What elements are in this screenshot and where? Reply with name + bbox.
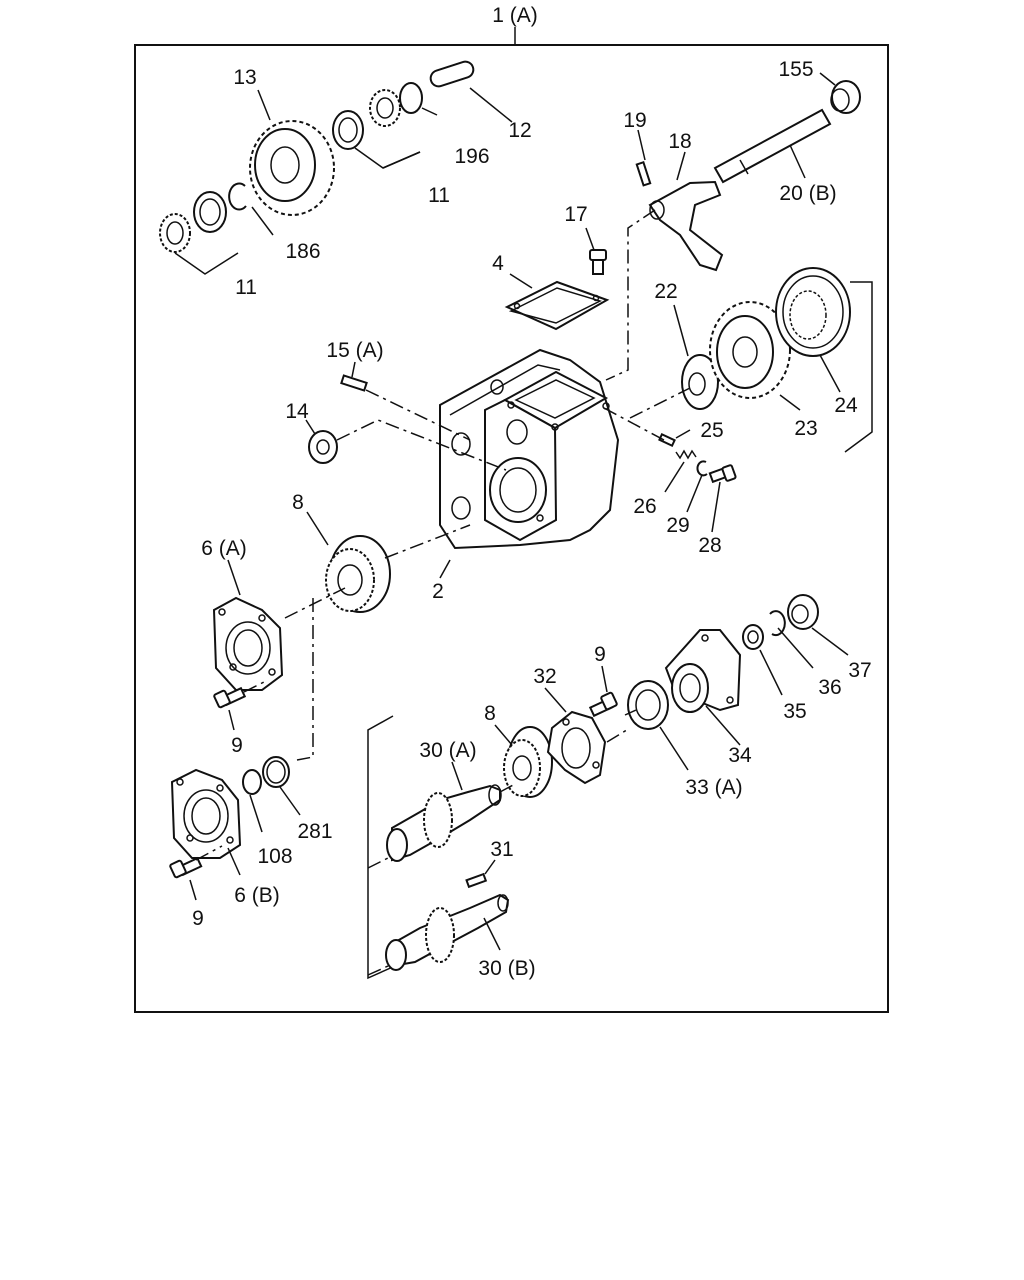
callout-155: 155 (778, 58, 813, 81)
housing-2[interactable] (439, 348, 620, 550)
bearing-11-lower[interactable] (159, 191, 227, 253)
retainer-32[interactable] (546, 710, 607, 785)
bearing-8-upper[interactable] (325, 535, 391, 613)
shaft-30b[interactable] (385, 893, 510, 971)
bolt-9-lower-right[interactable] (588, 691, 618, 718)
pin-15a[interactable] (340, 374, 368, 392)
callout-9-left-upper: 9 (231, 734, 243, 757)
snap-ring-36[interactable] (769, 610, 786, 637)
bearing-8-lower[interactable] (503, 726, 553, 798)
callout-25: 25 (700, 419, 723, 442)
callout-18: 18 (668, 130, 691, 153)
callout-2: 2 (432, 580, 444, 603)
callout-20b: 20 (B) (779, 182, 836, 205)
ring-281[interactable] (262, 756, 290, 788)
sleeve-24[interactable] (775, 267, 851, 357)
bolt-9-left-lower[interactable] (169, 856, 203, 879)
bolt-28[interactable] (708, 464, 737, 484)
washer-35[interactable] (742, 624, 764, 650)
callout-108: 108 (257, 845, 292, 868)
callout-8-lower: 8 (484, 702, 496, 725)
callout-31: 31 (490, 838, 513, 861)
callout-34: 34 (728, 744, 752, 767)
callout-28: 28 (698, 534, 721, 557)
callout-6a: 6 (A) (201, 537, 247, 560)
housing-34[interactable] (664, 629, 742, 713)
shaft-20b[interactable] (713, 108, 832, 184)
callout-35: 35 (783, 700, 806, 723)
pin-25[interactable] (658, 432, 676, 448)
bearing-14[interactable] (308, 430, 338, 464)
flange-6a[interactable] (212, 596, 284, 691)
gear-23[interactable] (709, 301, 791, 399)
callout-19: 19 (623, 109, 646, 132)
callout-6b: 6 (B) (234, 884, 280, 907)
callout-12: 12 (508, 119, 531, 142)
callout-24: 24 (834, 394, 858, 417)
callout-14: 14 (285, 400, 309, 423)
callout-8-upper: 8 (292, 491, 304, 514)
snap-ring-186[interactable] (228, 182, 247, 211)
snap-ring-108[interactable] (242, 769, 262, 795)
callout-30b: 30 (B) (478, 957, 535, 980)
callout-13: 13 (233, 66, 256, 89)
shift-fork-18[interactable] (648, 180, 724, 272)
cover-4[interactable] (504, 280, 610, 331)
callout-22: 22 (654, 280, 677, 303)
callout-4: 4 (492, 252, 504, 275)
bearing-11-upper[interactable] (332, 89, 401, 150)
callout-30a: 30 (A) (419, 739, 476, 762)
assembly-frame (134, 44, 889, 1013)
callout-9-lower-right: 9 (594, 643, 606, 666)
seal-33a[interactable] (627, 680, 669, 730)
callout-9-left-lower: 9 (192, 907, 204, 930)
callout-23: 23 (794, 417, 817, 440)
key-31[interactable] (465, 872, 488, 889)
bolt-9-left-upper[interactable] (213, 686, 247, 709)
bolt-17[interactable] (589, 249, 607, 275)
washer-29[interactable] (696, 460, 708, 477)
washer-22[interactable] (681, 354, 719, 410)
callout-26: 26 (633, 495, 656, 518)
callout-36: 36 (818, 676, 841, 699)
gear-13[interactable] (249, 120, 335, 216)
callout-196: 196 (454, 145, 489, 168)
pin-19[interactable] (635, 161, 652, 187)
ring-196[interactable] (399, 82, 423, 114)
callout-37: 37 (848, 659, 871, 682)
callout-11-lower: 11 (235, 276, 257, 299)
callout-29: 29 (666, 514, 689, 537)
callout-32: 32 (533, 665, 556, 688)
flange-6b[interactable] (170, 768, 242, 859)
spring-26[interactable] (675, 449, 697, 460)
nut-37[interactable] (787, 594, 819, 630)
callout-186: 186 (285, 240, 320, 263)
callout-281: 281 (297, 820, 332, 843)
callout-15a: 15 (A) (326, 339, 383, 362)
assembly-label: 1 (A) (492, 4, 538, 27)
callout-17: 17 (564, 203, 587, 226)
callout-33a: 33 (A) (685, 776, 742, 799)
bushing-155[interactable] (830, 80, 861, 114)
callout-11-upper: 11 (428, 184, 450, 207)
pin-12[interactable] (429, 60, 476, 89)
shaft-30a[interactable] (386, 784, 502, 862)
